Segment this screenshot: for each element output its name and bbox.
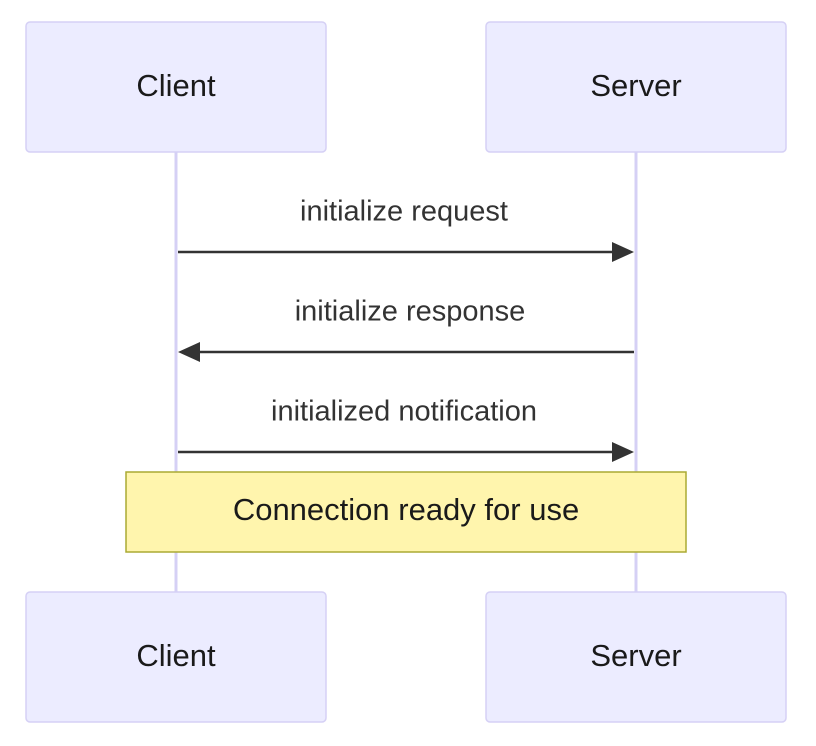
message-initialize-response: initialize response — [178, 296, 634, 362]
arrowhead-right-icon — [612, 442, 634, 462]
note: Connection ready for use — [125, 471, 687, 553]
client-actor-bottom-box — [25, 591, 327, 723]
client-actor-top: Client — [25, 21, 327, 153]
client-actor-bottom: Client — [25, 591, 327, 723]
note-box — [125, 471, 687, 553]
server-actor-bottom-box — [485, 591, 787, 723]
message-label: initialize request — [300, 196, 508, 228]
client-actor-top-box — [25, 21, 327, 153]
server-actor-top: Server — [485, 21, 787, 153]
note-label: Connection ready for use — [233, 492, 579, 527]
server-actor-bottom: Server — [485, 591, 787, 723]
server-actor-top-label: Server — [590, 68, 681, 103]
client-actor-bottom-label: Client — [136, 638, 216, 673]
server-actor-top-box — [485, 21, 787, 153]
arrowhead-right-icon — [612, 242, 634, 262]
message-label: initialized notification — [271, 396, 537, 428]
server-actor-bottom-label: Server — [590, 638, 681, 673]
arrowhead-left-icon — [178, 342, 200, 362]
message-label: initialize response — [295, 296, 526, 328]
message-initialize-request: initialize request — [178, 196, 634, 262]
message-initialized-notification: initialized notification — [178, 396, 634, 462]
client-actor-top-label: Client — [136, 68, 216, 103]
